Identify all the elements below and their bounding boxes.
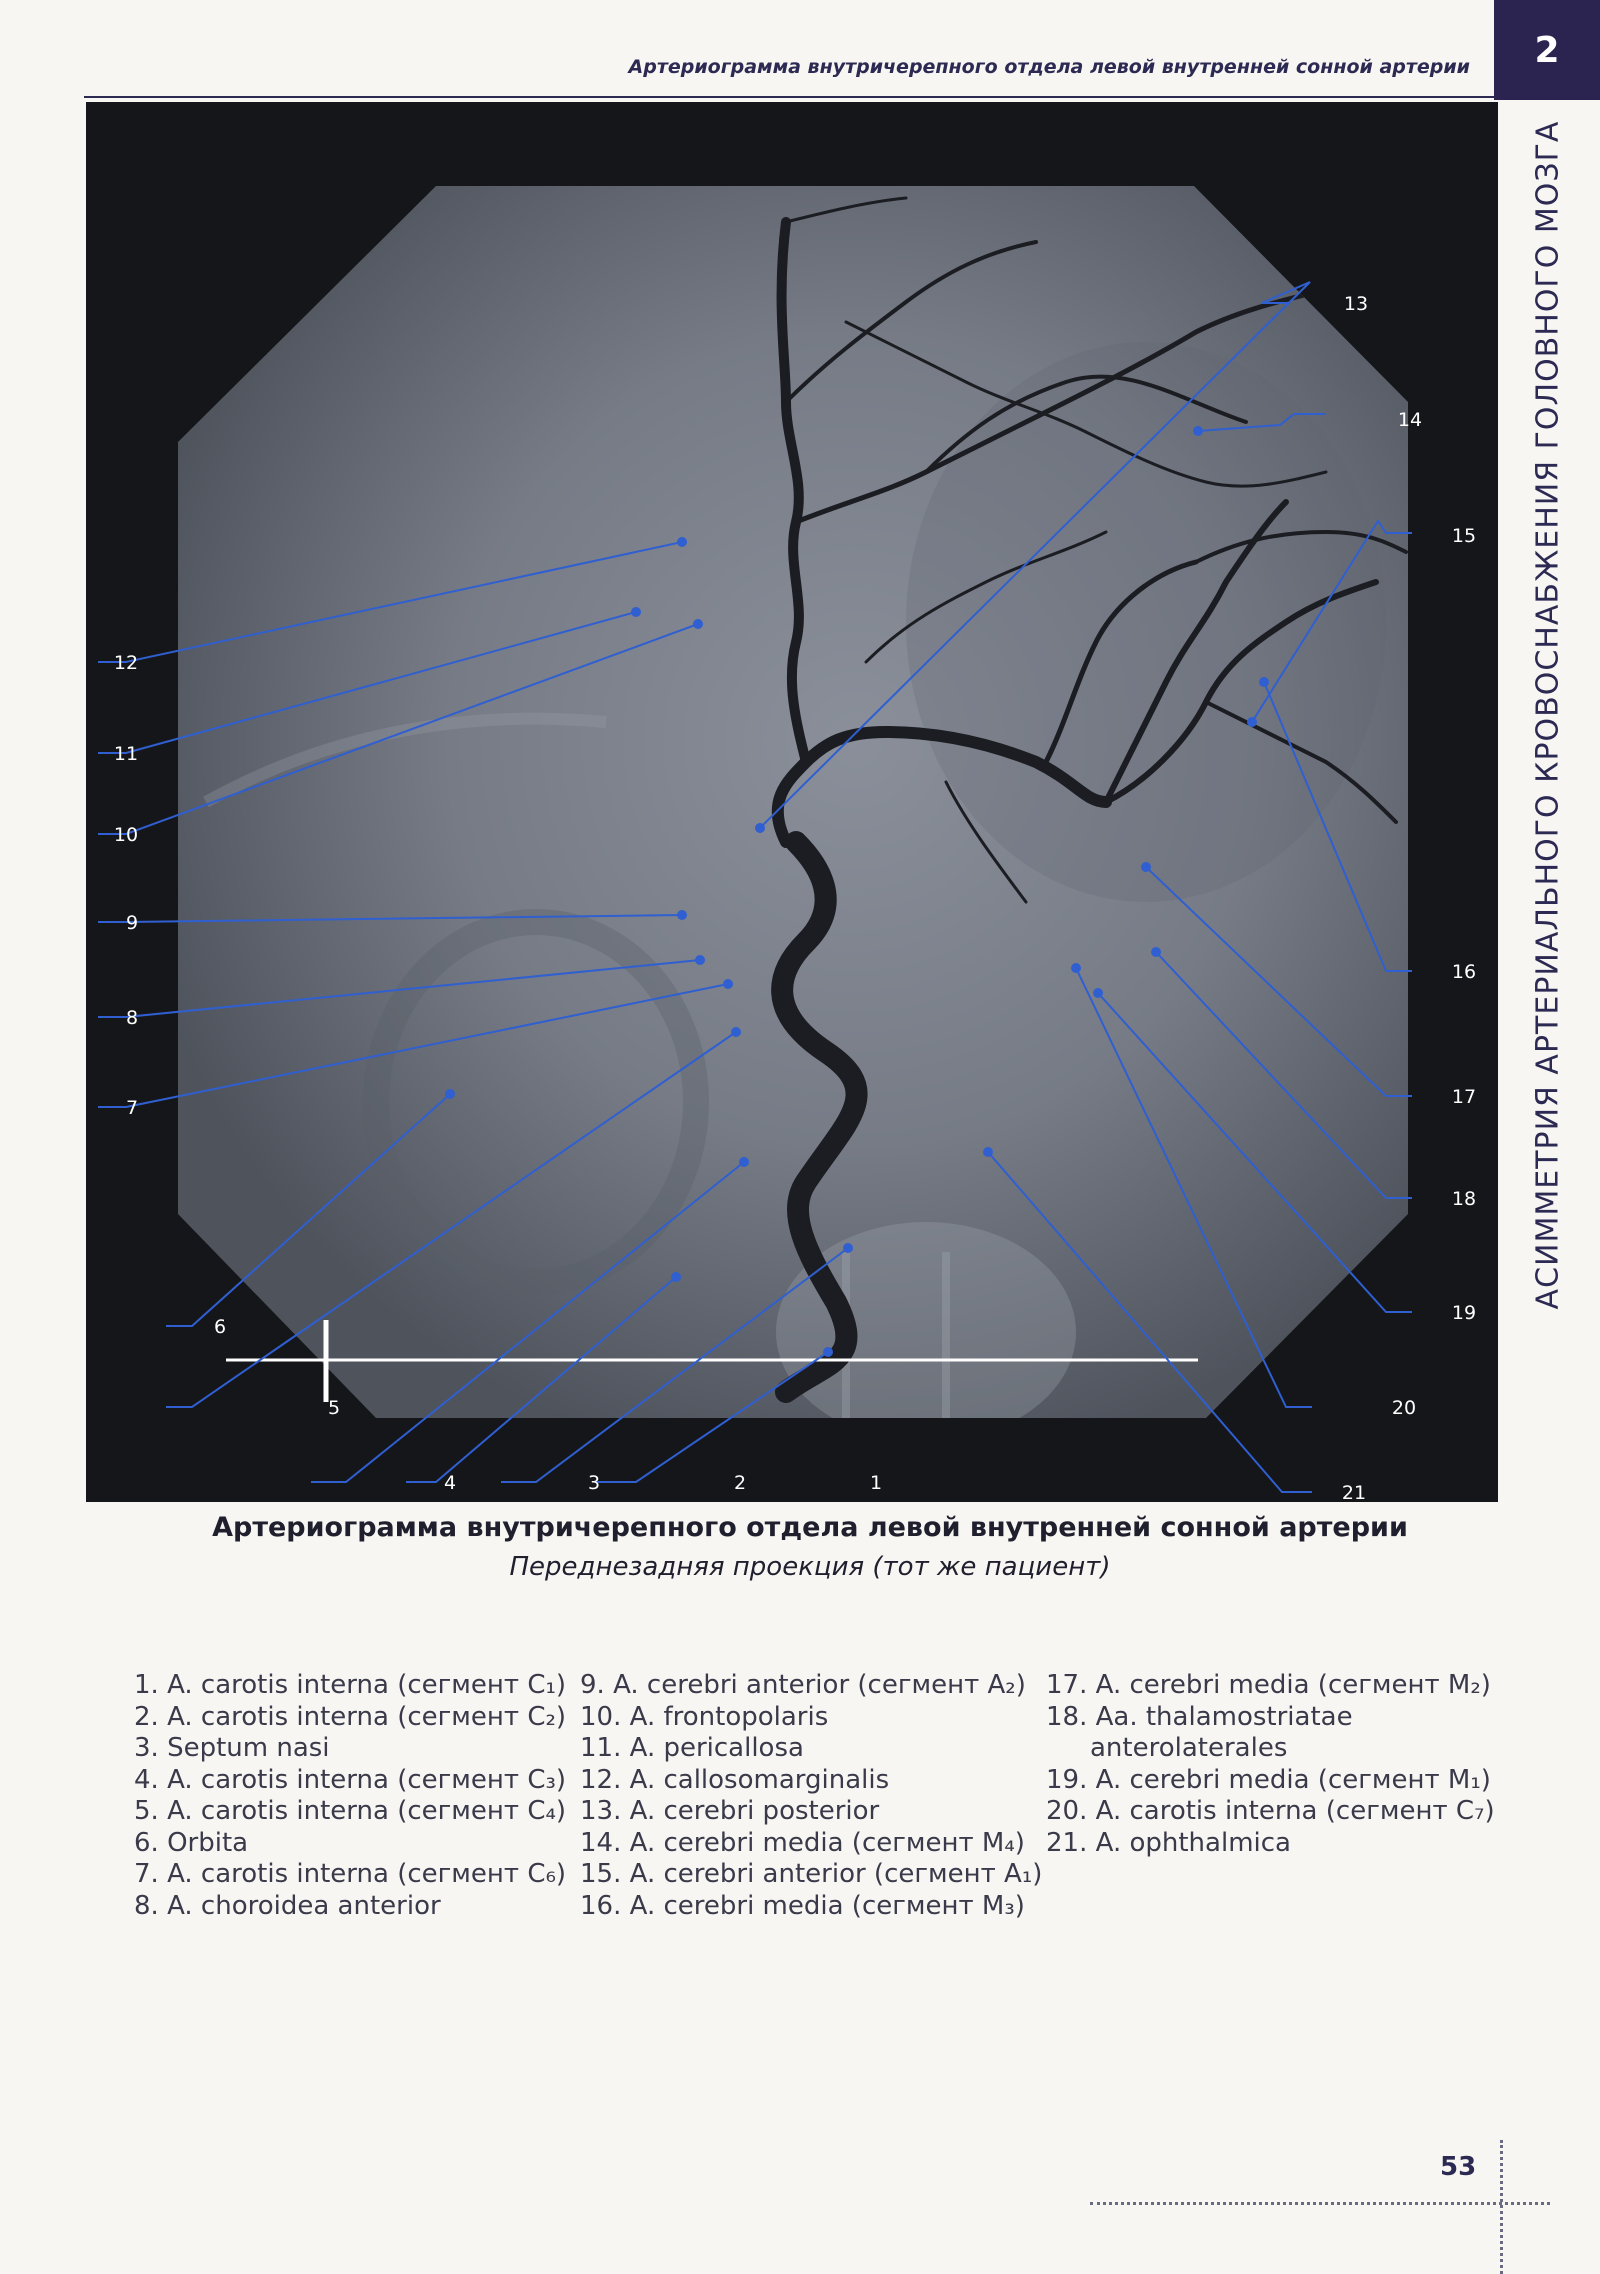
label-4: 4 (444, 1472, 456, 1494)
label-21: 21 (1342, 1482, 1366, 1502)
label-16: 16 (1452, 961, 1476, 983)
header-divider (84, 96, 1494, 98)
legend-item: 19. A. cerebri media (сегмент M₁) (1046, 1764, 1491, 1795)
legend-item: 18. Aa. thalamostriatae (1046, 1701, 1353, 1732)
legend-column-1: 1. A. carotis interna (сегмент C₁) 2. A.… (134, 1670, 566, 1922)
label-15: 15 (1452, 525, 1476, 547)
figure-caption-subtitle: Переднезадняя проекция (тот же пациент) (509, 1552, 1111, 1582)
legend-item: 7. A. carotis interna (сегмент C₆) (134, 1859, 567, 1889)
legend-item: 17. A. cerebri media (сегмент M₂) (1046, 1670, 1491, 1700)
label-18: 18 (1452, 1188, 1476, 1210)
legend-item: 5. A. carotis interna (сегмент C₄) (134, 1796, 567, 1826)
leader-lines (98, 281, 1412, 1493)
label-13: 13 (1344, 293, 1368, 315)
xray-field (178, 186, 1408, 1418)
legend-item-continued: anterolaterales (1090, 1733, 1288, 1763)
legend-column-3: 17. A. cerebri media (сегмент M₂) 18. Aa… (1046, 1670, 1495, 1859)
legend-item: 21. A. ophthalmica (1046, 1827, 1291, 1858)
leader-dots (445, 426, 1269, 1357)
legend-item: 12. A. callosomarginalis (580, 1764, 890, 1795)
legend-item: 14. A. cerebri media (сегмент M₄) (580, 1827, 1025, 1858)
legend-item: 16. A. cerebri media (сегмент M₃) (580, 1890, 1025, 1921)
legend-column-2: 9. A. cerebri anterior (сегмент A₂) 10. … (580, 1670, 1042, 1922)
label-19: 19 (1452, 1302, 1476, 1324)
label-10: 10 (114, 824, 138, 846)
label-20: 20 (1392, 1397, 1416, 1419)
legend-item: 1. A. carotis interna (сегмент C₁) (134, 1670, 567, 1700)
label-2: 2 (734, 1472, 746, 1494)
vessel-tree (771, 196, 1408, 1403)
legend-item: 3. Septum nasi (134, 1733, 330, 1763)
running-header: Артериограмма внутричерепного отдела лев… (628, 56, 1470, 78)
figure-labels: 1 2 3 4 5 6 7 8 9 10 11 12 13 14 15 16 1… (114, 293, 1476, 1502)
label-14: 14 (1398, 409, 1422, 431)
side-chapter-title: АСИММЕТРИЯ АРТЕРИАЛЬНОГО КРОВОСНАБЖЕНИЯ … (1518, 120, 1578, 1310)
label-8: 8 (126, 1007, 138, 1029)
page-number: 53 (1440, 2152, 1477, 2182)
label-12: 12 (114, 652, 138, 674)
scale-bar (226, 1320, 1198, 1402)
label-17: 17 (1452, 1086, 1476, 1108)
side-chapter-title-text: АСИММЕТРИЯ АРТЕРИАЛЬНОГО КРОВОСНАБЖЕНИЯ … (1530, 120, 1566, 1310)
legend-item: 8. A. choroidea anterior (134, 1890, 441, 1921)
footer-dotted-rule (1090, 2202, 1550, 2205)
angiogram-image: 1 2 3 4 5 6 7 8 9 10 11 12 13 14 15 16 1… (86, 102, 1498, 1502)
legend-item: 9. A. cerebri anterior (сегмент A₂) (580, 1670, 1026, 1700)
footer-dotted-vertical-rule (1500, 2140, 1503, 2274)
label-1: 1 (870, 1472, 882, 1494)
legend-item: 6. Orbita (134, 1827, 249, 1858)
label-11: 11 (114, 743, 138, 765)
figure-caption-title: Артериограмма внутричерепного отдела лев… (212, 1512, 1408, 1543)
label-6: 6 (214, 1316, 226, 1338)
legend-item: 4. A. carotis interna (сегмент C₃) (134, 1764, 567, 1795)
label-5: 5 (328, 1397, 340, 1419)
legend-item: 13. A. cerebri posterior (580, 1796, 880, 1826)
label-9: 9 (126, 912, 138, 934)
legend-item: 20. A. carotis interna (сегмент C₇) (1046, 1796, 1495, 1826)
legend-item: 11. A. pericallosa (580, 1733, 804, 1763)
legend-item: 2. A. carotis interna (сегмент C₂) (134, 1701, 567, 1732)
chapter-number-badge: 2 (1494, 0, 1600, 100)
label-3: 3 (588, 1472, 600, 1494)
label-7: 7 (126, 1097, 138, 1119)
legend-item: 10. A. frontopolaris (580, 1701, 829, 1732)
legend-item: 15. A. cerebri anterior (сегмент A₁) (580, 1859, 1043, 1889)
angiogram-figure: 1 2 3 4 5 6 7 8 9 10 11 12 13 14 15 16 1… (86, 102, 1498, 1502)
